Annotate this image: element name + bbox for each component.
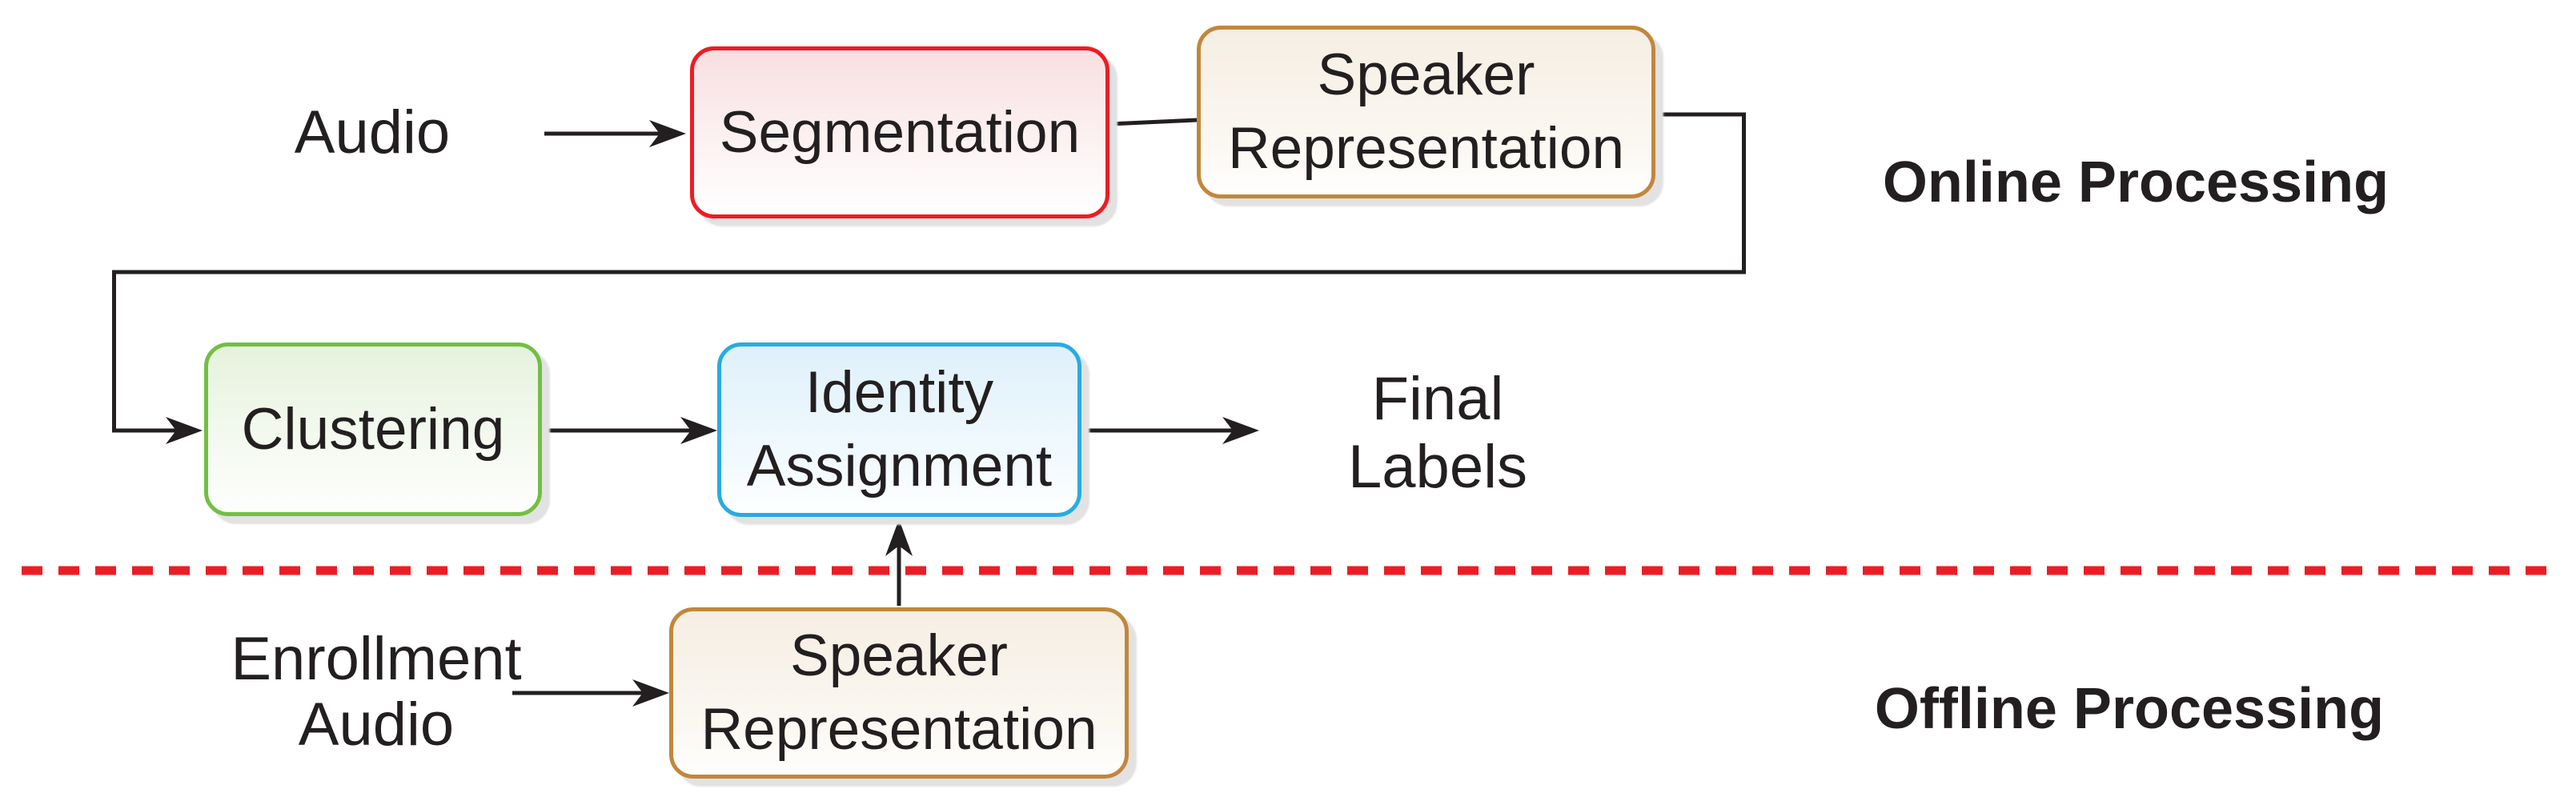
arrowhead-icon — [680, 417, 717, 444]
segmentation-box: Segmentation — [690, 46, 1109, 218]
speaker-representation-online-line1: Speaker — [1317, 42, 1535, 107]
clustering-label: Clustering — [241, 396, 505, 462]
arrowhead-icon — [649, 120, 686, 147]
offline-processing-heading: Offline Processing — [1874, 677, 2385, 741]
speaker-representation-online-line2: Representation — [1227, 116, 1625, 181]
audio-label-text: Audio — [294, 98, 451, 166]
enrollment-audio-label: Enrollment Audio — [231, 627, 521, 758]
identity-assignment-line2: Assignment — [746, 434, 1053, 499]
speaker-representation-offline-line2: Representation — [700, 697, 1097, 762]
final-labels-line2: Labels — [1348, 433, 1527, 501]
clustering-box: Clustering — [204, 342, 542, 516]
online-processing-heading: Online Processing — [1882, 150, 2389, 214]
arrowhead-icon — [632, 679, 669, 707]
enrollment-audio-line1: Enrollment — [231, 625, 522, 693]
arrowhead-icon — [166, 417, 203, 444]
final-labels-line1: Final — [1371, 365, 1504, 433]
enrollment-audio-line2: Audio — [298, 691, 455, 759]
identity-assignment-box: Identity Assignment — [717, 342, 1081, 517]
final-labels-label: Final Labels — [1348, 365, 1527, 501]
speaker-representation-offline-box: Speaker Representation — [669, 607, 1129, 779]
connector-segmentation-to-speaker-representation — [1109, 118, 1198, 126]
arrowhead-icon — [885, 519, 913, 556]
arrowhead-icon — [1222, 417, 1259, 444]
connector-speaker-representation-to-clustering — [112, 112, 1746, 433]
speaker-representation-offline-line1: Speaker — [790, 623, 1008, 688]
audio-label: Audio — [295, 99, 450, 166]
speaker-representation-online-box: Speaker Representation — [1197, 26, 1655, 198]
identity-assignment-line1: Identity — [804, 360, 994, 425]
segmentation-label: Segmentation — [719, 99, 1081, 165]
